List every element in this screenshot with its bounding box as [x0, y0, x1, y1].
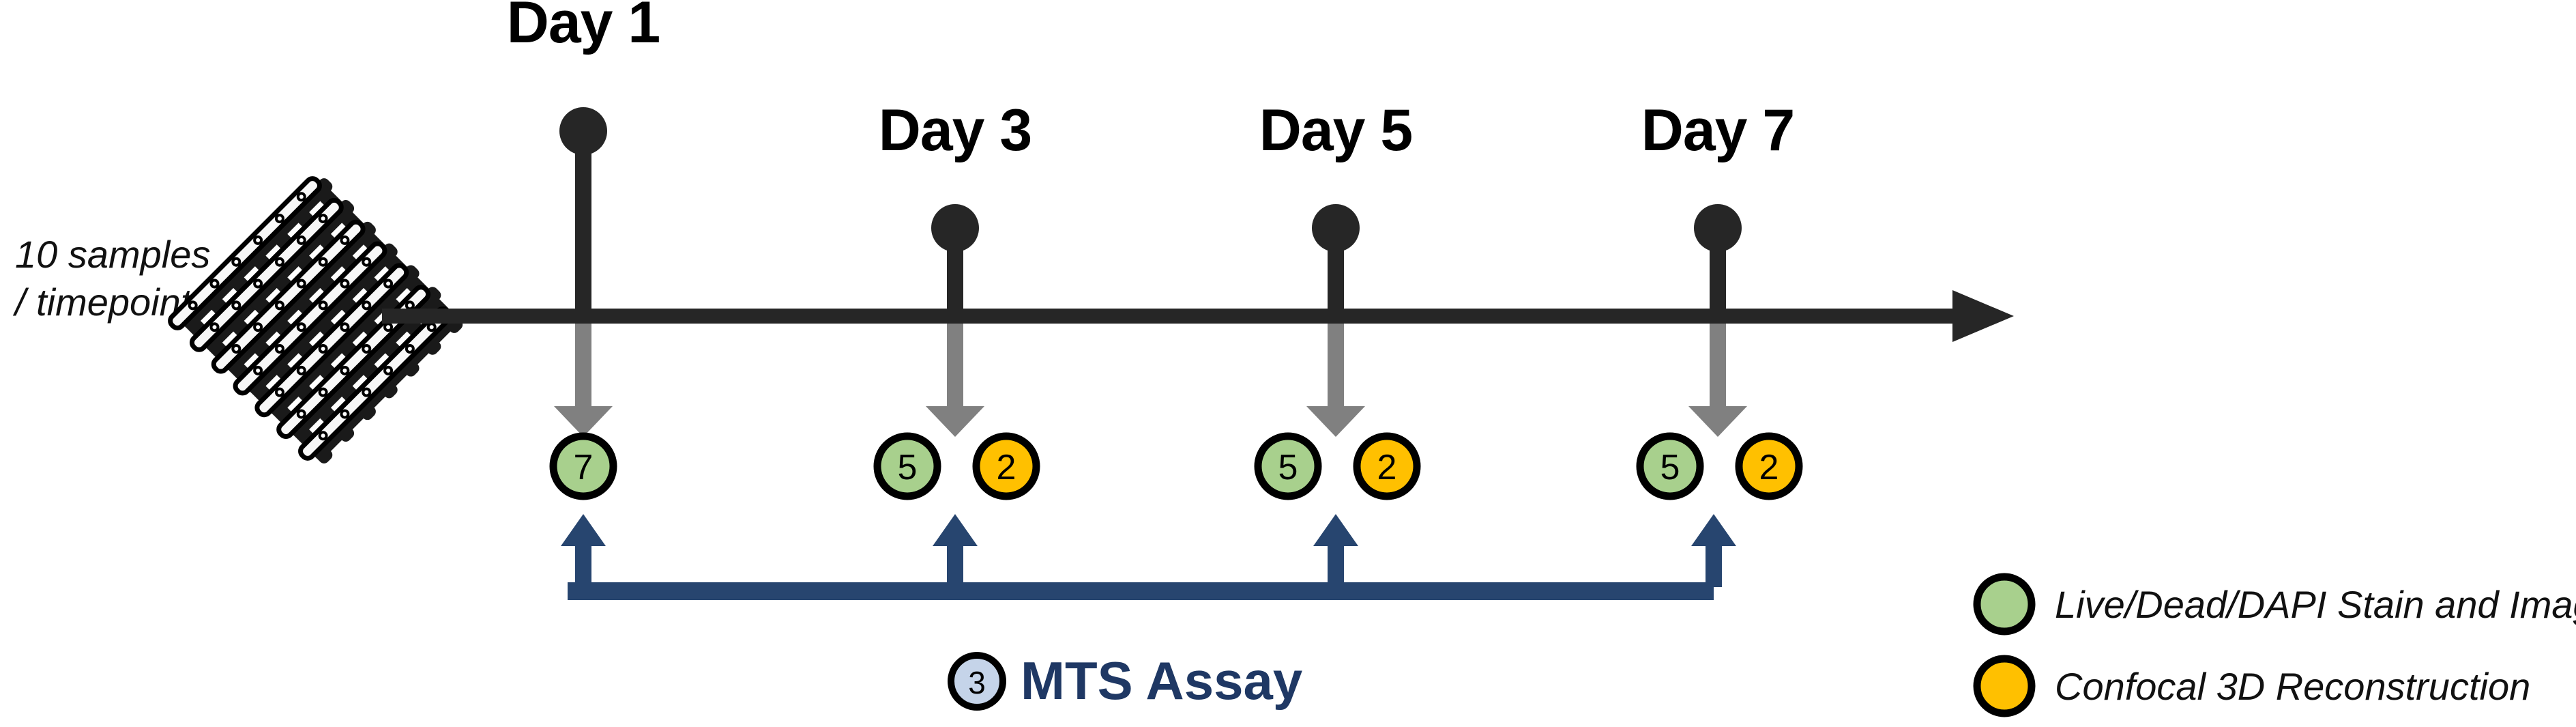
sample-circle-day-5-yellow: 2: [1353, 432, 1421, 500]
day-label-day-3: Day 3: [879, 98, 1032, 163]
mts-arrow-day-7: [1691, 514, 1736, 587]
legend-item-yellow: Confocal 3D Reconstruction: [1973, 655, 2530, 717]
sample-circle-day-5-green: 5: [1254, 432, 1322, 500]
sample-circle-value: 2: [1759, 448, 1779, 487]
branch-arrow-day-5: [1306, 311, 1365, 437]
sample-circle-value: 2: [1377, 448, 1397, 487]
sample-circle-day-3-yellow: 2: [972, 432, 1040, 500]
sample-circle-day-7-yellow: 2: [1735, 432, 1803, 500]
branch-arrow-day-3: [926, 311, 984, 437]
sample-circle-value: 5: [1660, 448, 1680, 487]
mts-arrow-day-5: [1313, 514, 1358, 587]
legend: Live/Dead/DAPI Stain and Imaging Confoca…: [1973, 573, 2576, 717]
scaffold-lattice-icon: [168, 176, 463, 464]
day-label-day-5: Day 5: [1259, 98, 1413, 163]
branch-arrows-group: [554, 311, 1747, 437]
legend-item-green: Live/Dead/DAPI Stain and Imaging: [1973, 573, 2576, 636]
sample-note-line1: 10 samples: [15, 233, 210, 276]
sample-note-line2: / timepoint: [12, 281, 193, 324]
sample-circles-group: 7 5 2 5 2 5: [549, 432, 1803, 500]
mts-badge-value: 3: [968, 665, 986, 700]
sample-circle-value: 5: [898, 448, 918, 487]
sample-circle-value: 2: [997, 448, 1016, 487]
mts-bracket: [561, 514, 1736, 600]
timepoint-stem-day-7: [1694, 204, 1742, 323]
timepoint-stem-day-5: [1312, 204, 1360, 323]
legend-green-marker-icon: [1973, 573, 2036, 636]
legend-yellow-label: Confocal 3D Reconstruction: [2055, 665, 2530, 708]
branch-arrow-day-7: [1688, 311, 1747, 437]
mts-assay-label: MTS Assay: [1021, 651, 1302, 711]
sample-circle-day-7-green: 5: [1636, 432, 1704, 500]
timepoint-stem-day-1: [559, 107, 607, 323]
timeline-axis: [382, 290, 2014, 342]
legend-green-label: Live/Dead/DAPI Stain and Imaging: [2055, 583, 2576, 626]
mts-arrow-day-1: [561, 514, 606, 587]
sample-circle-day-3-green: 5: [873, 432, 941, 500]
day-label-day-1: Day 1: [507, 0, 660, 55]
mts-assay-group: 3 MTS Assay: [948, 651, 1302, 711]
mts-badge: 3: [948, 652, 1006, 711]
day-label-day-7: Day 7: [1641, 98, 1795, 163]
legend-yellow-marker-icon: [1973, 655, 2036, 717]
sample-note: 10 samples / timepoint: [12, 233, 210, 324]
timepoint-stem-day-3: [931, 204, 979, 323]
mts-bracket-bar: [568, 582, 1714, 600]
mts-arrow-day-3: [933, 514, 978, 587]
branch-arrow-day-1: [554, 311, 613, 437]
sample-circle-value: 5: [1278, 448, 1298, 487]
sample-circle-day-1-green: 7: [549, 432, 617, 500]
day-labels-group: Day 1 Day 3 Day 5 Day 7: [507, 0, 1796, 163]
sample-circle-value: 7: [574, 448, 594, 487]
timepoint-stems-group: [559, 107, 1742, 323]
